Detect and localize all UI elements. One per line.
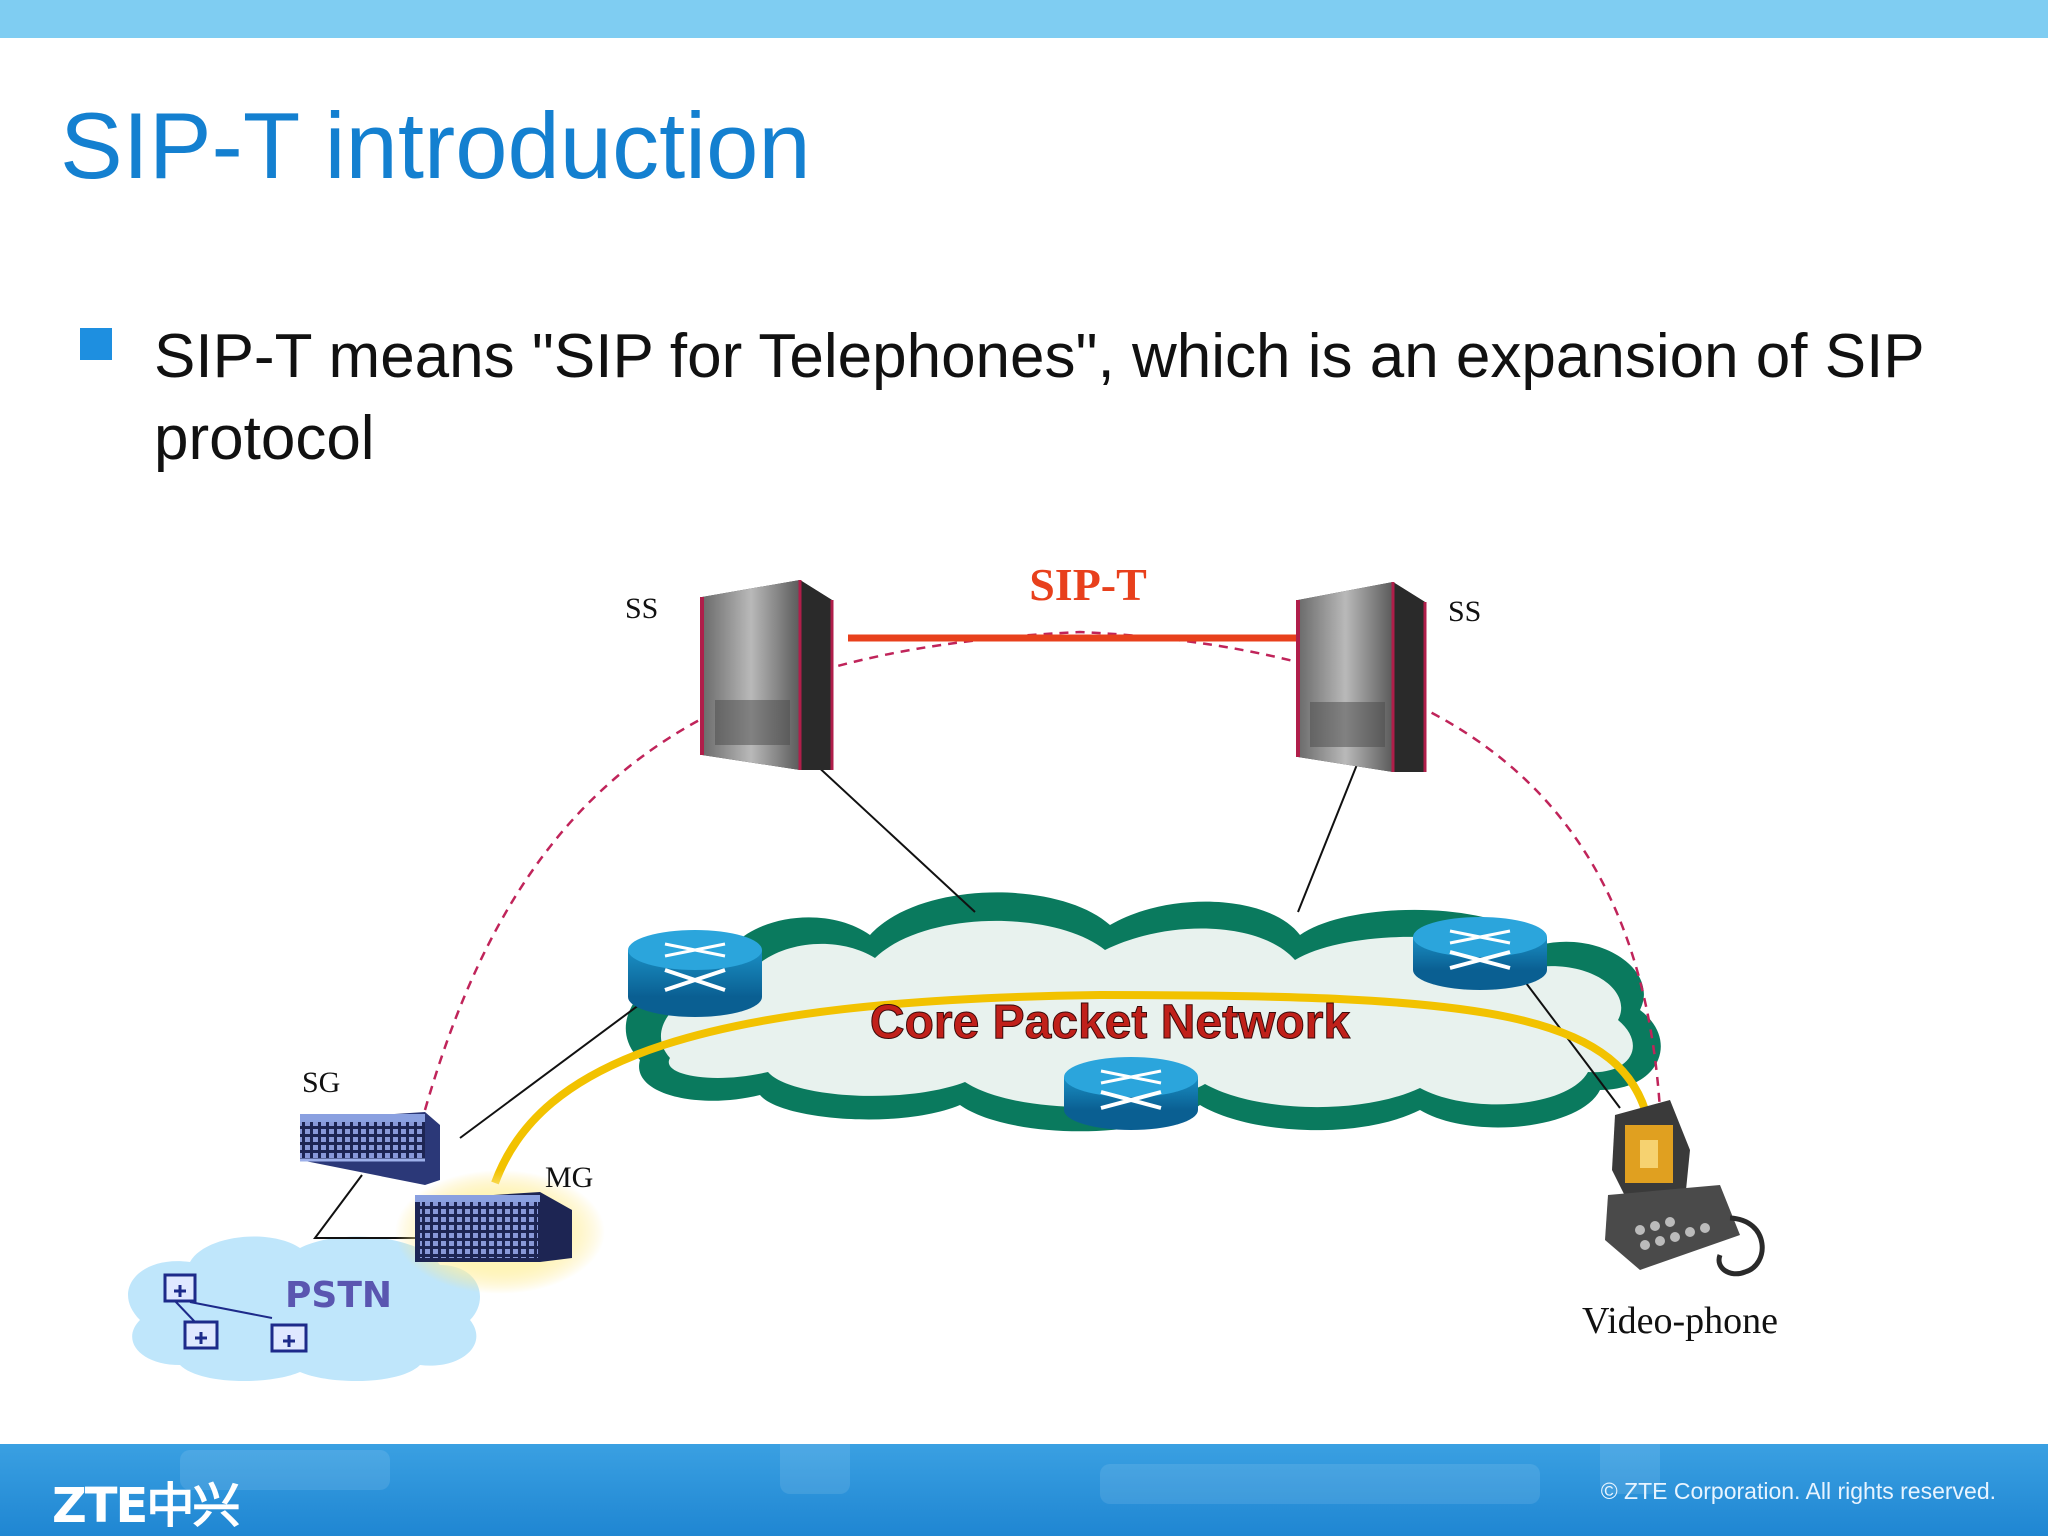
router-right-icon [1413,917,1547,990]
core-network-cloud [625,892,1661,1132]
zte-logo: ZTE中兴 [52,1478,240,1534]
media-gateway-icon [395,1170,605,1294]
mg-label: MG [545,1161,593,1194]
ss-left-label: SS [625,592,658,625]
footer-bar: ZTE中兴 © ZTE Corporation. All rights rese… [0,1444,2048,1536]
bullet-square-icon [80,328,112,360]
signaling-gateway-icon [300,1112,440,1185]
bullet-text: SIP-T means "SIP for Telephones", which … [154,322,1924,473]
video-phone-icon [1605,1100,1765,1277]
connection-lines [313,749,1621,1239]
copyright-text: © ZTE Corporation. All rights reserved. [1600,1478,1996,1504]
media-route [491,990,1654,1185]
pstn-label: PSTN [285,1275,392,1316]
slide-title: SIP-T introduction [60,93,811,198]
signaling-dashed-arc [423,630,1662,1111]
pstn-phone-icons [163,1273,308,1353]
sg-label: SG [302,1066,340,1099]
softswitch-right [1296,582,1427,772]
softswitch-left [700,580,834,770]
router-center-icon [1064,1057,1198,1130]
sip-t-label: SIP-T [1029,559,1147,610]
top-banner [0,0,2048,38]
ss-right-label: SS [1448,595,1481,628]
router-left-icon [628,930,762,1017]
videophone-label: Video-phone [1582,1300,1778,1342]
cloud-label: Core Packet Network [870,996,1350,1049]
